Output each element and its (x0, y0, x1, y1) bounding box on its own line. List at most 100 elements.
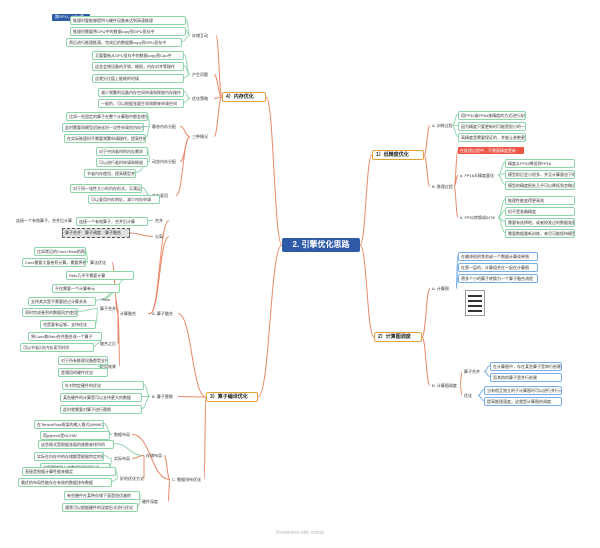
connector-line (113, 443, 145, 456)
compile-C[interactable]: C. 数据排布优化 (172, 477, 202, 482)
hw-depth-item[interactable]: 通常可以根据硬件的深度形式进行优化 (62, 503, 138, 512)
memory-storage[interactable]: 存储互动 (192, 33, 208, 38)
mem-layout-item[interactable]: 实际在内存中的存储都是根据特定的形式存储 (34, 452, 104, 461)
calc-usage-item[interactable]: 是通用的硬件优化 (58, 368, 108, 377)
lowlevel-train-item[interactable]: 因为精度只要更新时可能是很小的一个小数 (458, 122, 526, 131)
fp16-item[interactable]: 精度从FP32降低到FP16 (505, 159, 575, 168)
compile-flow-sequence[interactable]: 算子合并算子调度算子融合 (62, 228, 130, 238)
graph-B-first[interactable]: 算子合并 (464, 369, 480, 374)
compile-B-item[interactable]: 某些硬件的计算是可以支持更大的数据 (60, 393, 142, 402)
store-layout-item[interactable]: 这些格式是根据张量的维数来排列的 (38, 440, 114, 449)
branch-lowlevel[interactable]: 1）低精度优化 (372, 150, 424, 160)
lowlevel-train[interactable]: A. 训练过程 (432, 123, 452, 128)
graph-B-second[interactable]: 优化 (464, 393, 472, 398)
graph-A-item[interactable]: 在编译前把其他或一个数据计算成单独 (458, 252, 538, 261)
calc-sub-item[interactable]: 比如常见的Conv+Relu的两个算子 (34, 247, 86, 256)
memory-optimize-item[interactable]: 一般的，可以根据张量生命周期来申请空间 (98, 99, 184, 108)
int8-item[interactable]: 推理性能变得更高效 (505, 196, 575, 205)
calc-fuse-item[interactable]: 可以节省2次内存读写时间 (20, 343, 94, 352)
graph-B[interactable]: B. 计算图调度 (432, 383, 457, 388)
compile-A[interactable]: A. 算子融合 (152, 311, 173, 316)
calc-usage[interactable]: 应用效果 (100, 364, 116, 369)
calc-usage-item[interactable]: 对于所有推理设备都是支持 (58, 356, 108, 365)
fp16-item[interactable]: 模型前后会小很多，并且计算量也下降 (505, 170, 575, 179)
lowlevel-highlight[interactable]: 在推理过程中，不需要精度更新 (458, 147, 524, 154)
dynamic-alloc-item[interactable]: 节省内存使用，提高模型并发能力 (84, 169, 136, 178)
calc-sub[interactable]: 算法优化 (90, 260, 106, 265)
static-alloc-item[interactable]: 在实际推理时不需要频繁申请操作，提高性能 (64, 134, 146, 143)
align-layout[interactable]: 好的优化方式 (120, 476, 144, 481)
compile-B[interactable]: B. 算子替换 (152, 394, 173, 399)
data-layout-item[interactable]: 在TensorFlow框架的输入格式(NHWC) (34, 420, 104, 429)
calc-op-item[interactable]: 也是要有足够，支持优化 (40, 320, 96, 329)
dynamic-alloc-item[interactable]: 对于中间临时的内存需求 (96, 147, 148, 156)
graph-B-first-item[interactable]: 而其他的算子是并行依赖 (490, 373, 562, 382)
compile-merge-note[interactable]: 连接一个有效算子，合并后计算 (16, 218, 72, 223)
data-layout[interactable]: 数据布局 (114, 432, 130, 437)
compile-merge[interactable]: 合并 (155, 218, 163, 223)
root-topic[interactable]: 2. 引擎优化思路 (282, 238, 360, 252)
align-layout-item[interactable]: 直接是根据计算性能来确定 (22, 467, 116, 476)
graph-A[interactable]: A. 计算图 (432, 286, 449, 291)
compile-flow[interactable]: 分离 (155, 234, 163, 239)
graph-A-item[interactable]: 在第一层的，计算组合在一起在计算图 (458, 263, 538, 272)
store-layout[interactable]: 存储布局 (146, 453, 162, 458)
memory-optimize-item[interactable]: 减少频繁的设备内存空间申请和释放内存操作 (98, 88, 184, 97)
compile-B-item[interactable]: 针对特定硬件的优化 (62, 381, 144, 390)
compile-B-item[interactable]: 此时就需要对算子进行替换 (60, 405, 142, 414)
graph-B-second-item[interactable]: 提高推理速度，这就是计算图的调度 (484, 397, 562, 406)
graph-B-first-item[interactable]: 在计算图中，存在某些算子是串行依赖 (490, 362, 562, 371)
static-alloc-item[interactable]: 比如一些固定的算子在整个计算图中都会使用 (66, 112, 148, 121)
calc-relu-item[interactable]: 不仅需要一个计算单元 (52, 284, 120, 293)
connector-line (203, 396, 207, 480)
calc-relu[interactable]: Relu (102, 297, 111, 302)
int8-item[interactable]: 需要有选择地，或者校准过的数据准备 (505, 218, 575, 227)
memory-methods[interactable]: 三种情况 (192, 134, 208, 139)
memory-problem[interactable]: 产生问题 (192, 72, 208, 77)
fp16-item[interactable]: 模型的精度损失几乎可以降低到忽略化 (505, 181, 575, 190)
graph-A-item[interactable]: 将多个小的算子转换为一个算子融合流程 (458, 274, 538, 283)
static-alloc[interactable]: 静态内存分配 (152, 124, 176, 129)
memory-storage-item[interactable]: 推理时需要将CPU中的数据copy到GPU显存中 (70, 27, 186, 36)
graph-B-second-item[interactable]: 当有相互独立的子计算图时可以进行并行计算 (484, 386, 562, 395)
connector-line (95, 299, 101, 301)
align-layout-item[interactable]: 最优的布局性能存在有效的数据排布数据 (18, 478, 112, 487)
fp16-label[interactable]: a. FP16半精度量化 (460, 173, 495, 178)
lowlevel-train-item[interactable]: 高精度是需要保证的，并能让参数更新 (458, 133, 526, 142)
data-layout-item[interactable]: 而pytorch是NCHW (40, 431, 110, 440)
int8-item[interactable]: 但不是准确精度 (505, 207, 575, 216)
int8-item[interactable]: 需要数据重新训练，来尽可能保持模型的效果 (505, 229, 575, 238)
memory-storage-item[interactable]: 推理时要能够提供与硬件设备来达到高速推理 (70, 16, 186, 25)
calc-relu-item[interactable]: Relu几乎不需要计算 (66, 271, 134, 280)
memory-reuse-item[interactable]: 对于同一张性大小的内存形式，又满足临时性 (70, 184, 142, 193)
memory-problem-item[interactable]: 又要重新从GPU显存中的数据copy到Cpu中 (92, 51, 184, 60)
calc-op-item[interactable]: 同时完成卷积的数据同步使用 (22, 308, 78, 317)
connector-line (93, 343, 99, 347)
memory-optimize[interactable]: 优化策略 (192, 96, 208, 101)
memory-reuse[interactable]: 内存复用 (152, 193, 168, 198)
mem-layout[interactable]: 实际布局 (114, 456, 130, 461)
int8-label[interactable]: b. FP32转换成INT8 (460, 215, 495, 220)
calc-fuse[interactable]: 融合之后 (100, 341, 116, 346)
flow-step: 算子合并 (65, 230, 81, 235)
lowlevel-train-item[interactable]: 用FP32或FP64来精度的方式进行存储模型参数 (458, 111, 526, 120)
compile-merge-text[interactable]: 连接一个有效算子，合并后计算 (76, 217, 148, 226)
calc-op[interactable]: 算子合并 (100, 306, 116, 311)
memory-storage-item[interactable]: 然后进行推理推演，完成后的数据需copy到GPU显存中 (66, 38, 182, 47)
branch-compile[interactable]: 3）算子编译优化 (206, 392, 258, 402)
branch-memory[interactable]: 4）内存优化 (222, 92, 266, 102)
memory-problem-item[interactable]: 这就分比值上能耗的时候 (92, 74, 184, 83)
calc-fuse-item[interactable]: 将Conv和Relu合并融合成一个算子 (28, 332, 102, 341)
calc-sub-item[interactable]: Conv需要大量卷积计算，需要将卷积计算 (22, 258, 86, 267)
branch-graph[interactable]: 2）计算图调度 (374, 332, 422, 342)
hw-depth[interactable]: 硬件深度 (142, 499, 158, 504)
lowlevel-infer[interactable]: B. 推理过程 (432, 184, 453, 189)
hw-depth-item[interactable]: 有些硬件在某种存储下面是很优越的 (64, 491, 140, 500)
memory-problem-item[interactable]: 这会会增设备的开销，耗损，内存对齐等操作 (92, 62, 184, 71)
dynamic-alloc[interactable]: 动态内存分配 (152, 159, 176, 164)
memory-reuse-item[interactable]: 可以复用内存地址，减少内存申请 (88, 195, 160, 204)
static-alloc-item[interactable]: 此时需要再模型初始化时一次性申请完内存空间 (62, 123, 144, 132)
calc-fusion[interactable]: 计算融合 (120, 311, 136, 316)
calc-relu-item[interactable]: 支持其实是不需要经过计算关系 (28, 297, 96, 306)
dynamic-alloc-item[interactable]: 可以进行临时申请和释放 (96, 158, 148, 167)
